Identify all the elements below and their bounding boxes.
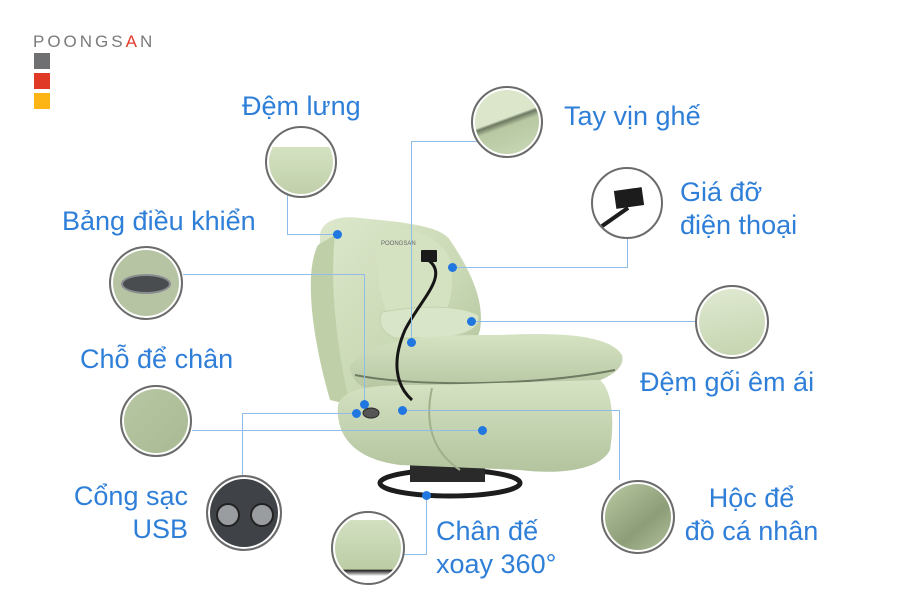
- connector-pillow-h: [475, 321, 695, 322]
- connector-pocket-h: [402, 410, 620, 411]
- detail-pillow[interactable]: [695, 285, 769, 359]
- label-storage-pocket: Hộc để đồ cá nhân: [684, 482, 819, 548]
- label-control-panel: Bảng điều khiển: [62, 206, 256, 236]
- hotspot-swivel-base[interactable]: [422, 491, 431, 500]
- hotspot-armrest[interactable]: [407, 338, 416, 347]
- connector-base-v: [426, 495, 427, 555]
- hotspot-control-panel[interactable]: [360, 400, 369, 409]
- detail-back-cushion[interactable]: [265, 126, 337, 198]
- usb-port-left-icon: [216, 503, 240, 527]
- usb-port-right-icon: [250, 503, 274, 527]
- hotspot-usb-port[interactable]: [352, 409, 361, 418]
- label-phone-holder: Giá đỡ điện thoại: [680, 176, 797, 242]
- connector-control-h: [183, 274, 365, 275]
- logo-text-accent: A: [125, 32, 140, 51]
- logo-text-main: POONGS: [33, 32, 126, 51]
- label-footrest: Chỗ để chân: [80, 344, 234, 374]
- control-buttons-icon: [121, 274, 171, 294]
- label-pocket-line1: Hộc để: [708, 483, 795, 513]
- detail-armrest[interactable]: [471, 86, 543, 158]
- detail-storage-pocket[interactable]: [601, 480, 675, 554]
- label-usb-line2: USB: [132, 514, 188, 544]
- connector-pocket-v: [619, 410, 620, 480]
- logo-wordmark: POONGSAN: [33, 32, 155, 52]
- connector-armrest-v: [411, 141, 412, 341]
- connector-base-h: [400, 554, 427, 555]
- hotspot-footrest[interactable]: [478, 426, 487, 435]
- phone-arm-icon: [600, 206, 630, 228]
- connector-phone-h: [452, 267, 628, 268]
- label-swivel-line2: xoay 360°: [436, 549, 557, 579]
- connector-back-cushion-v: [287, 195, 288, 235]
- connector-control-v: [364, 274, 365, 404]
- detail-phone-holder[interactable]: [591, 167, 663, 239]
- connector-phone-v: [627, 238, 628, 268]
- connector-back-cushion-h: [287, 234, 337, 235]
- label-usb-port: Cổng sạc USB: [60, 480, 188, 546]
- detail-control-panel[interactable]: [109, 246, 183, 320]
- label-armrest: Tay vịn ghế: [564, 101, 701, 131]
- phone-clamp-icon: [613, 187, 645, 209]
- connector-usb-v: [242, 413, 243, 475]
- detail-swivel-base[interactable]: [331, 511, 405, 585]
- connector-footrest-h: [192, 430, 482, 431]
- logo-square-yellow: [34, 93, 50, 109]
- label-back-cushion: Đệm lưng: [242, 91, 361, 121]
- logo-square-red: [34, 73, 50, 89]
- label-swivel-line1: Chân đế: [436, 516, 539, 546]
- label-pillow: Đệm gối êm ái: [640, 367, 815, 397]
- label-pocket-line2: đồ cá nhân: [684, 516, 819, 546]
- svg-text:POONGSAN: POONGSAN: [381, 241, 416, 247]
- logo-text-tail: N: [139, 32, 156, 51]
- label-phone-holder-line2: điện thoại: [680, 210, 798, 240]
- hotspot-pillow[interactable]: [467, 317, 476, 326]
- label-phone-holder-line1: Giá đỡ: [680, 177, 763, 207]
- hotspot-back-cushion[interactable]: [333, 230, 342, 239]
- detail-usb-port[interactable]: [206, 475, 282, 551]
- label-usb-line1: Cổng sạc: [73, 481, 188, 511]
- connector-usb-h: [242, 413, 357, 414]
- detail-footrest[interactable]: [120, 385, 192, 457]
- connector-armrest-h: [411, 141, 477, 142]
- logo-square-gray: [34, 53, 50, 69]
- label-swivel-base: Chân đế xoay 360°: [436, 515, 556, 581]
- hotspot-storage-pocket[interactable]: [398, 406, 407, 415]
- hotspot-phone-holder[interactable]: [448, 263, 457, 272]
